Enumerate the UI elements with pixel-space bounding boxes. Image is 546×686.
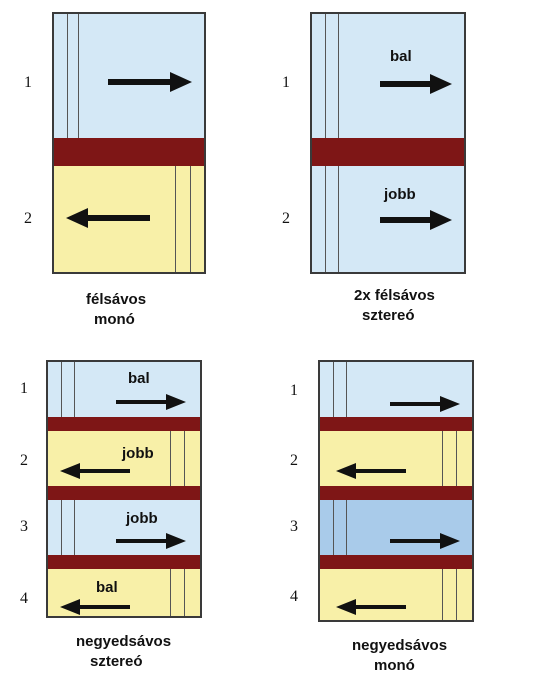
track-3 xyxy=(320,500,472,555)
track-separator xyxy=(320,417,472,431)
track-separator xyxy=(312,138,464,166)
track-3: jobb xyxy=(48,500,200,555)
row-number: 1 xyxy=(282,74,290,91)
diagram-quarter-track-stereo: bal jobb jobb bal xyxy=(46,360,202,618)
track-4: bal xyxy=(48,569,200,616)
row-number: 3 xyxy=(290,518,298,535)
row-number: 2 xyxy=(282,210,290,227)
caption-line: monó xyxy=(374,657,415,674)
caption-quarter-track-stereo: negyedsávos sztereó xyxy=(76,632,171,672)
caption-2x-half-track-stereo: 2x félsávos sztereó xyxy=(354,286,435,326)
arrow-left-icon xyxy=(60,599,130,615)
row-number: 4 xyxy=(20,590,28,607)
track-label: bal xyxy=(128,370,150,387)
arrow-left-icon xyxy=(336,463,406,479)
row-number: 2 xyxy=(24,210,32,227)
track-2 xyxy=(54,166,204,272)
track-2 xyxy=(320,431,472,486)
row-number: 4 xyxy=(290,588,298,605)
caption-line: sztereó xyxy=(90,653,143,670)
track-1: bal xyxy=(48,362,200,417)
row-number: 2 xyxy=(290,452,298,469)
track-separator xyxy=(320,486,472,500)
track-label: bal xyxy=(96,579,118,596)
arrow-right-icon xyxy=(116,394,186,410)
diagram-2x-half-track-stereo: bal jobb xyxy=(310,12,466,274)
arrow-right-icon xyxy=(390,533,460,549)
caption-line: negyedsávos xyxy=(76,633,172,650)
arrow-right-icon xyxy=(380,74,452,94)
arrow-left-icon xyxy=(66,208,150,228)
caption-line: 2x félsávos xyxy=(354,287,435,304)
arrow-right-icon xyxy=(380,210,452,230)
row-number: 1 xyxy=(24,74,32,91)
caption-line: negyedsávos xyxy=(352,637,448,654)
row-number: 2 xyxy=(20,452,28,469)
track-separator xyxy=(48,417,200,431)
diagram-quarter-track-mono xyxy=(318,360,474,622)
caption-half-track-mono: félsávos monó xyxy=(86,290,146,330)
track-separator xyxy=(48,486,200,500)
caption-line: sztereó xyxy=(362,307,415,324)
arrow-left-icon xyxy=(336,599,406,615)
arrow-right-icon xyxy=(116,533,186,549)
row-number: 3 xyxy=(20,518,28,535)
row-number: 1 xyxy=(20,380,28,397)
caption-line: félsávos xyxy=(86,291,147,308)
caption-line: monó xyxy=(94,311,135,328)
track-separator xyxy=(48,555,200,569)
arrow-right-icon xyxy=(390,396,460,412)
caption-quarter-track-mono: negyedsávos monó xyxy=(352,636,447,676)
track-label: jobb xyxy=(126,510,158,527)
row-number: 1 xyxy=(290,382,298,399)
track-1 xyxy=(54,14,204,138)
track-4 xyxy=(320,569,472,620)
track-1: bal xyxy=(312,14,464,138)
track-separator xyxy=(320,555,472,569)
track-label: bal xyxy=(390,48,412,65)
diagram-half-track-mono xyxy=(52,12,206,274)
track-2: jobb xyxy=(48,431,200,486)
arrow-right-icon xyxy=(108,72,192,92)
track-1 xyxy=(320,362,472,417)
arrow-left-icon xyxy=(60,463,130,479)
track-separator xyxy=(54,138,204,166)
track-label: jobb xyxy=(122,445,154,462)
track-label: jobb xyxy=(384,186,416,203)
track-2: jobb xyxy=(312,166,464,272)
